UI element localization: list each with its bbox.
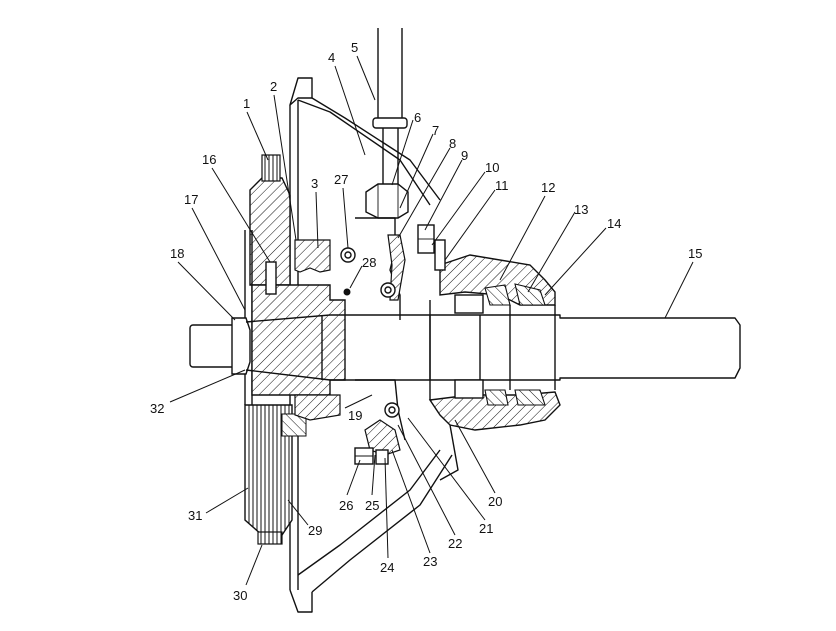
callout-label-29: 29 <box>308 523 322 538</box>
callout-1: 1 <box>243 96 269 161</box>
callout-label-1: 1 <box>243 96 250 111</box>
main-shaft <box>189 300 741 400</box>
callout-label-27: 27 <box>334 172 348 187</box>
shift-fork <box>355 217 406 441</box>
callout-label-32: 32 <box>150 401 164 416</box>
callout-label-21: 21 <box>479 521 493 536</box>
callout-label-24: 24 <box>380 560 394 575</box>
callout-13: 13 <box>527 202 588 293</box>
callout-label-28: 28 <box>362 255 376 270</box>
callout-25: 25 <box>365 454 379 513</box>
callout-16: 16 <box>202 152 271 263</box>
callout-label-31: 31 <box>188 508 202 523</box>
callout-label-22: 22 <box>448 536 462 551</box>
pulley <box>244 154 356 545</box>
callout-14: 14 <box>544 216 621 296</box>
callouts: 1 2 3 4 5 6 7 8 <box>150 40 702 603</box>
callout-3: 3 <box>311 176 319 249</box>
callout-22: 22 <box>397 424 462 551</box>
callout-28: 28 <box>349 255 376 289</box>
callout-4: 4 <box>328 50 366 156</box>
lower-collar <box>354 419 401 465</box>
callout-label-4: 4 <box>328 50 335 65</box>
callout-18: 18 <box>170 246 236 321</box>
spring <box>281 413 307 437</box>
callout-label-10: 10 <box>485 160 499 175</box>
callout-11: 11 <box>444 178 509 261</box>
callout-label-14: 14 <box>607 216 621 231</box>
callout-label-17: 17 <box>184 192 198 207</box>
callout-32: 32 <box>150 369 246 416</box>
callout-17: 17 <box>184 192 246 311</box>
callout-label-25: 25 <box>365 498 379 513</box>
callout-8: 8 <box>397 136 456 239</box>
callout-label-3: 3 <box>311 176 318 191</box>
callout-29: 29 <box>287 499 322 538</box>
control-rod <box>365 28 409 219</box>
callout-label-18: 18 <box>170 246 184 261</box>
callout-label-19: 19 <box>348 408 362 423</box>
callout-26: 26 <box>339 459 361 513</box>
callout-9: 9 <box>424 148 468 231</box>
callout-label-20: 20 <box>488 494 502 509</box>
callout-label-2: 2 <box>270 79 277 94</box>
callout-7: 7 <box>399 123 439 209</box>
callout-30: 30 <box>233 544 263 603</box>
callout-5: 5 <box>351 40 376 101</box>
bearing-housing <box>417 224 561 481</box>
callout-label-7: 7 <box>432 123 439 138</box>
callout-23: 23 <box>391 449 437 569</box>
callout-21: 21 <box>407 417 493 536</box>
callout-label-6: 6 <box>414 110 421 125</box>
callout-12: 12 <box>499 180 555 281</box>
callout-2: 2 <box>270 79 297 241</box>
callout-10: 10 <box>431 160 499 246</box>
callout-31: 31 <box>188 487 249 523</box>
callout-label-9: 9 <box>461 148 468 163</box>
callout-label-11: 11 <box>495 178 509 193</box>
callout-label-15: 15 <box>688 246 702 261</box>
callout-label-26: 26 <box>339 498 353 513</box>
callout-label-16: 16 <box>202 152 216 167</box>
callout-24: 24 <box>380 457 394 575</box>
callout-27: 27 <box>334 172 349 249</box>
callout-6: 6 <box>391 110 421 186</box>
callout-label-23: 23 <box>423 554 437 569</box>
callout-19: 19 <box>344 394 373 423</box>
callout-label-12: 12 <box>541 180 555 195</box>
callout-label-13: 13 <box>574 202 588 217</box>
callout-label-5: 5 <box>351 40 358 55</box>
callout-label-30: 30 <box>233 588 247 603</box>
callout-label-8: 8 <box>449 136 456 151</box>
callout-15: 15 <box>664 246 702 319</box>
callout-20: 20 <box>454 419 502 509</box>
